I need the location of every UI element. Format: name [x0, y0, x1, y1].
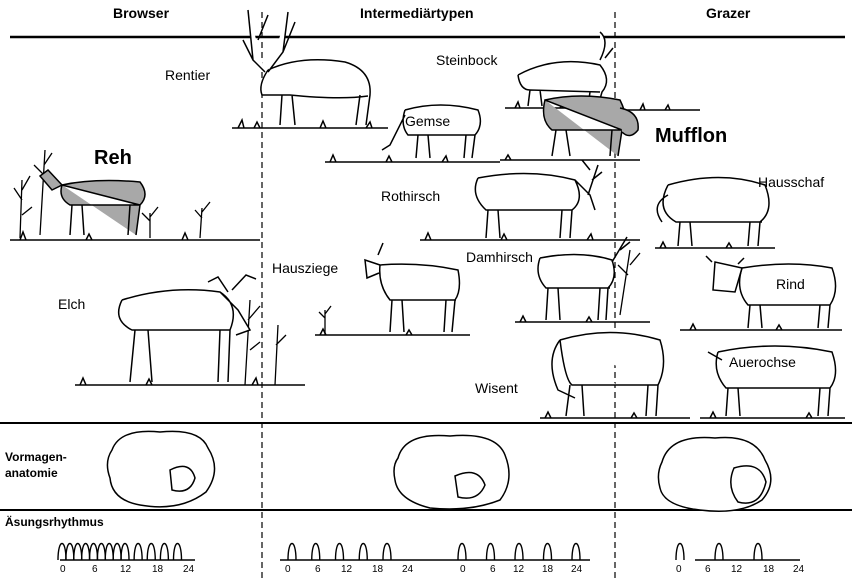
intermediate-stomach	[394, 435, 509, 509]
label-elch: Elch	[58, 296, 85, 312]
intermediate-a-peak	[383, 544, 391, 561]
browser-peak	[121, 544, 129, 561]
browser-peak	[82, 544, 90, 561]
label-rind: Rind	[776, 276, 805, 292]
tick-grazer-18: 18	[763, 564, 774, 575]
tick-inter-a-0: 0	[285, 564, 291, 575]
browser-peak	[105, 544, 113, 561]
tick-inter-a-18: 18	[372, 564, 383, 575]
tick-inter-b-18: 18	[542, 564, 553, 575]
moose-figure	[119, 275, 256, 382]
red-deer-figure	[475, 160, 602, 238]
intermediate-b-peak	[544, 544, 552, 561]
browser-peak	[174, 544, 182, 561]
tick-browser-0: 0	[60, 564, 66, 575]
tick-inter-b-24: 24	[571, 564, 582, 575]
browser-peak	[74, 544, 82, 561]
label-reh: Reh	[94, 147, 132, 170]
tick-inter-a-24: 24	[402, 564, 413, 575]
intermediate-b-peak	[515, 544, 523, 561]
intermediate-b-peak	[487, 544, 495, 561]
fallow-deer-figure	[538, 237, 630, 320]
tick-browser-24: 24	[183, 564, 194, 575]
grazer-peak	[715, 544, 723, 561]
column-header-grazer: Grazer	[706, 5, 750, 21]
browser-peak	[147, 544, 155, 561]
tick-inter-b-6: 6	[490, 564, 496, 575]
tick-inter-b-12: 12	[513, 564, 524, 575]
label-rentier: Rentier	[165, 67, 210, 83]
label-rothirsch: Rothirsch	[381, 188, 440, 204]
animal-figures	[40, 10, 836, 416]
row-label-vormagen-1: Vormagen-	[5, 450, 67, 464]
roe-deer-figure	[40, 170, 145, 235]
label-wisent: Wisent	[475, 380, 518, 396]
stomach-drawings	[107, 431, 770, 511]
ibex-figure	[518, 32, 613, 106]
tick-grazer-0: 0	[676, 564, 682, 575]
tick-inter-a-6: 6	[315, 564, 321, 575]
row-label-rhythm: Äsungsrhythmus	[5, 515, 104, 529]
label-damhirsch: Damhirsch	[466, 249, 533, 265]
browser-peak	[134, 544, 142, 561]
tick-grazer-12: 12	[731, 564, 742, 575]
tick-browser-18: 18	[152, 564, 163, 575]
tick-browser-12: 12	[120, 564, 131, 575]
label-mufflon: Mufflon	[655, 125, 727, 148]
column-header-browser: Browser	[113, 5, 169, 21]
browser-peak	[113, 544, 121, 561]
browser-peak	[97, 544, 105, 561]
intermediate-b-peak	[572, 544, 580, 561]
browser-stomach	[107, 431, 214, 506]
grazer-stomach	[658, 437, 770, 511]
mouflon-figure	[544, 96, 639, 156]
tick-inter-b-0: 0	[460, 564, 466, 575]
intermediate-a-peak	[359, 544, 367, 561]
feeding-rhythm-curves	[58, 544, 762, 561]
grazer-peak	[754, 544, 762, 561]
tick-grazer-6: 6	[705, 564, 711, 575]
browser-peak	[160, 544, 168, 561]
intermediate-a-peak	[312, 544, 320, 561]
wisent-figure	[552, 333, 664, 417]
browser-peak	[90, 544, 98, 561]
label-steinbock: Steinbock	[436, 52, 497, 68]
sheep-figure	[657, 178, 769, 247]
intermediate-a-peak	[336, 544, 344, 561]
label-hausziege: Hausziege	[272, 260, 338, 276]
tick-grazer-24: 24	[793, 564, 804, 575]
label-gemse: Gemse	[405, 113, 450, 129]
label-hausschaf: Hausschaf	[758, 174, 824, 190]
intermediate-a-peak	[288, 544, 296, 561]
tick-inter-a-12: 12	[341, 564, 352, 575]
grazer-peak	[676, 544, 684, 561]
column-header-intermediate: Intermediärtypen	[360, 5, 474, 21]
browser-peak	[66, 544, 74, 561]
cattle-figure	[706, 256, 836, 328]
label-auerochse: Auerochse	[729, 354, 796, 370]
row-label-vormagen-2: anatomie	[5, 466, 58, 480]
tick-browser-6: 6	[92, 564, 98, 575]
intermediate-b-peak	[458, 544, 466, 561]
goat-figure	[365, 243, 459, 332]
browser-peak	[58, 544, 66, 561]
